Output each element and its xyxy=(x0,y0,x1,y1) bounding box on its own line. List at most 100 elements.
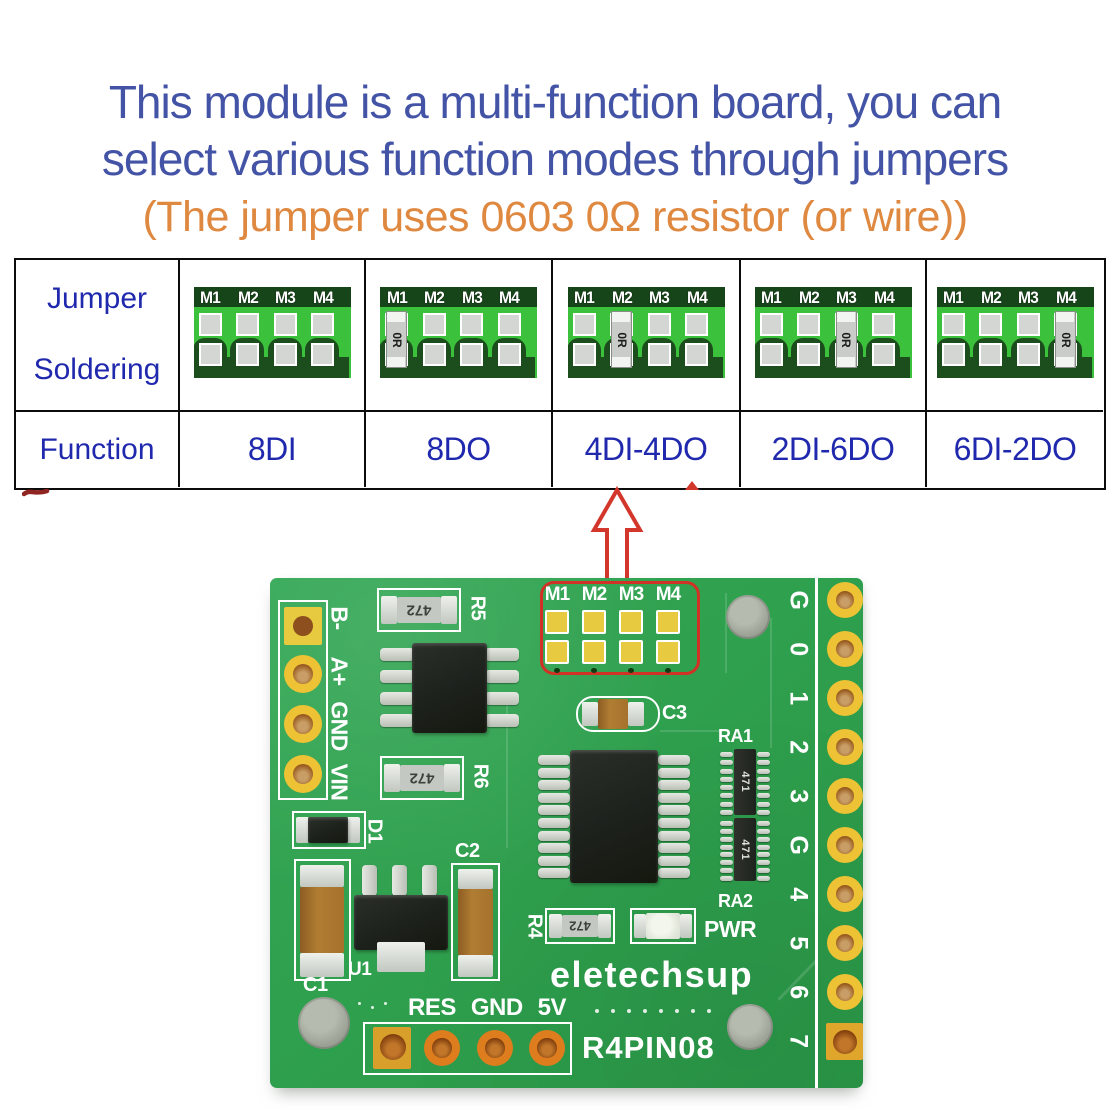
module-pad-label: M4 xyxy=(655,584,681,605)
pth-hole xyxy=(284,705,322,743)
mounting-hole xyxy=(726,595,770,639)
mini-jumper-pad-bottom xyxy=(872,343,895,366)
smd-pin xyxy=(538,843,570,854)
array-pin xyxy=(720,852,733,858)
pth-hole-center xyxy=(833,1030,857,1054)
u1-lead xyxy=(362,865,377,896)
red-squiggle-mark xyxy=(22,488,50,497)
right-pin-label: 0 xyxy=(784,642,813,656)
function-value: 4DI-4DO xyxy=(584,431,708,467)
cap-c2 xyxy=(458,889,493,955)
right-pin-label: G xyxy=(784,590,813,610)
cap-end xyxy=(458,869,493,889)
array-pin xyxy=(757,852,770,858)
function-row-label: Function xyxy=(39,432,155,466)
resistor-array-ra1: 471 xyxy=(734,749,756,815)
label-r6: R6 xyxy=(469,763,492,789)
pth-hole-center xyxy=(380,1034,406,1060)
smd-pin xyxy=(380,648,414,661)
via-dot xyxy=(591,668,597,673)
smd-pin xyxy=(538,792,570,803)
pth-hole xyxy=(477,1030,513,1066)
smd-pin xyxy=(485,692,519,705)
label-pwr: PWR xyxy=(704,916,757,942)
silk-dot xyxy=(371,1006,374,1009)
array-pin xyxy=(757,860,770,866)
mini-pad-label: M2 xyxy=(611,288,633,307)
mini-jumper-pad-bottom xyxy=(572,343,596,366)
cap-end xyxy=(300,953,344,977)
right-pin-label: 3 xyxy=(784,789,813,803)
mini-pad-label: M4 xyxy=(686,288,708,307)
resistor-r6: 472 xyxy=(400,765,444,791)
right-pin-label: 2 xyxy=(784,740,813,754)
array-pin xyxy=(720,793,733,799)
resistor-marking: 472 xyxy=(406,601,432,619)
module-pad-bottom xyxy=(619,640,643,664)
diode-end xyxy=(296,817,309,843)
mini-jumper-pad-top xyxy=(979,313,1002,336)
mini-pad-label: M1 xyxy=(761,288,782,307)
array-pin xyxy=(757,793,770,799)
array-pin xyxy=(757,868,770,874)
pth-hole xyxy=(827,974,863,1010)
u1-lead xyxy=(422,865,437,896)
mini-jumper-pad-bottom xyxy=(273,343,297,366)
mini-pad-label: M4 xyxy=(312,288,334,307)
smd-pin xyxy=(658,843,690,854)
mini-jumper-pad-top xyxy=(797,313,820,336)
module-pad-label: M1 xyxy=(544,584,570,605)
pth-hole xyxy=(284,755,322,793)
resistor-r5: 472 xyxy=(397,597,441,623)
mini-jumper-pad-top xyxy=(941,313,965,336)
left-pin-label: GND xyxy=(326,701,353,751)
mini-jumper-pad-top xyxy=(198,313,222,336)
mini-pad-label: M3 xyxy=(1018,288,1039,307)
mini-pcb-top-band xyxy=(193,287,351,307)
array-pin xyxy=(757,801,770,807)
module-pad-bottom xyxy=(582,640,606,664)
array-pin xyxy=(720,801,733,807)
mini-pad-label: M3 xyxy=(836,288,857,307)
array-pin xyxy=(757,760,770,766)
silk-dot xyxy=(358,1002,361,1005)
array-pin xyxy=(757,876,770,881)
mini-jumper-pad-bottom xyxy=(797,343,820,366)
array-pin xyxy=(757,844,770,850)
zero-ohm-marking: 0R xyxy=(389,331,404,348)
smd-pin xyxy=(380,714,414,727)
u1-tab xyxy=(377,942,425,972)
cap-end xyxy=(628,702,644,726)
up-arrow-annotation xyxy=(590,486,644,586)
page-title: This module is a multi-function board, y… xyxy=(0,74,1110,246)
array-pin xyxy=(757,828,770,834)
mini-jumper-pad-bottom xyxy=(1016,343,1040,366)
smd-pin xyxy=(538,780,570,791)
mini-jumper-pad-bottom xyxy=(422,343,446,366)
cap-c3-outline xyxy=(576,696,660,732)
u1-regulator xyxy=(354,895,448,950)
mini-jumper-pad-top xyxy=(311,313,334,336)
right-pin-label: 5 xyxy=(784,936,813,950)
module-pad-top xyxy=(656,610,680,634)
module-pad-label: M3 xyxy=(618,584,644,605)
smd-pin xyxy=(658,855,690,866)
right-pin-label: 6 xyxy=(784,985,813,999)
pth-hole xyxy=(827,827,863,863)
function-cell-8di: 8DI xyxy=(180,412,366,487)
label-c3: C3 xyxy=(662,702,687,724)
smd-pin xyxy=(658,868,690,879)
resistor-array-ra2: 471 xyxy=(734,818,756,881)
zero-ohm-marking: 0R xyxy=(1058,331,1073,348)
smd-pin xyxy=(538,767,570,778)
silk-dot xyxy=(675,1009,679,1013)
title-line-1: This module is a multi-function board, y… xyxy=(108,76,1002,128)
array-pin xyxy=(720,810,733,815)
mounting-hole xyxy=(298,997,350,1049)
diode-d1-outline xyxy=(292,811,366,849)
mini-pcb-top-band xyxy=(567,287,725,307)
